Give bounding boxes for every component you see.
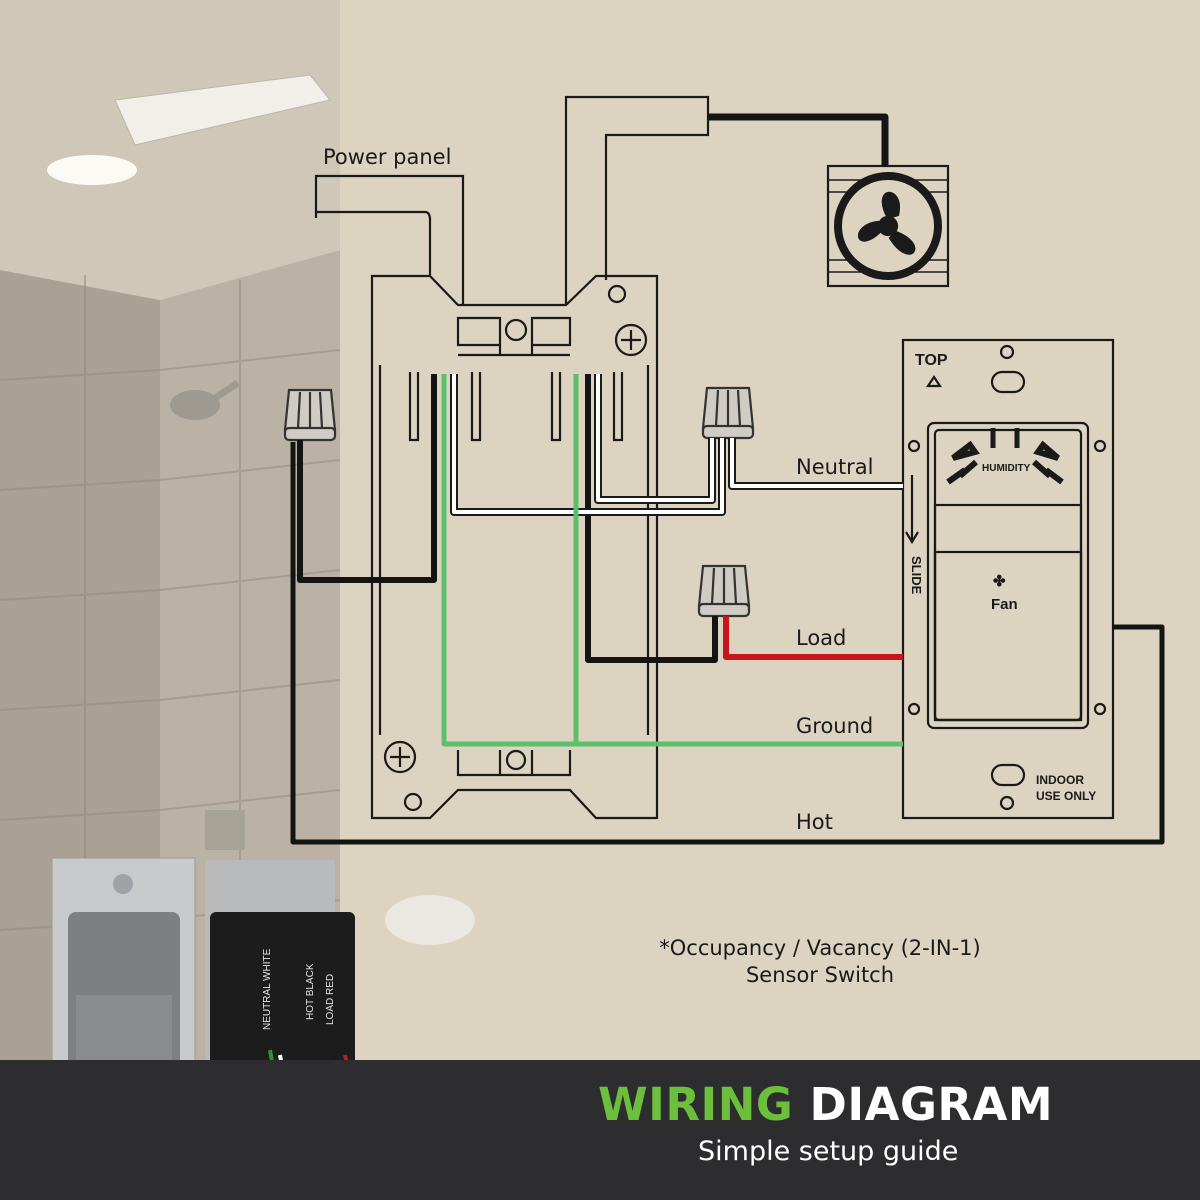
sensor-switch-plate xyxy=(901,338,1115,820)
ground-label: Ground xyxy=(796,714,874,738)
product-neutral-white-label: NEUTRAL WHITE xyxy=(262,948,273,1030)
hot-supply-wire xyxy=(290,442,1165,845)
banner-title-wiring: WIRING xyxy=(598,1078,794,1131)
wire-nut-load xyxy=(697,564,751,618)
diagram xyxy=(283,95,1115,820)
exhaust-fan-icon xyxy=(826,164,950,288)
neutral-white-wire xyxy=(452,374,903,514)
product-hot-black-label: HOT BLACK xyxy=(305,963,316,1021)
load-label: Load xyxy=(796,626,847,650)
power-panel-cable xyxy=(314,174,465,305)
product-load-red-label: LOAD RED xyxy=(325,973,336,1025)
caption-line-2: Sensor Switch xyxy=(745,963,895,987)
wire-nut-neutral xyxy=(701,386,755,440)
power-panel-label: Power panel xyxy=(323,145,452,169)
wire-nut-left xyxy=(283,388,337,442)
humidity-label: HUMIDITY xyxy=(982,463,1031,474)
fan-label: Fan xyxy=(991,596,1018,613)
use-only-label: USE ONLY xyxy=(1036,789,1097,803)
load-red-wire xyxy=(723,616,903,660)
fan-black-wire xyxy=(585,374,718,663)
fan-cable-black xyxy=(708,113,889,166)
toilet-tank xyxy=(385,895,475,945)
neutral-label: Neutral xyxy=(796,455,874,479)
switch-top-label: TOP xyxy=(915,352,948,369)
electrical-box xyxy=(370,274,659,820)
wires xyxy=(290,113,1165,845)
shower-head xyxy=(170,390,220,420)
fan-symbol-icon: ✤ xyxy=(993,573,1006,590)
slide-label: SLIDE xyxy=(909,556,924,595)
ground-green-wire xyxy=(441,374,903,747)
ceiling-light xyxy=(47,155,137,185)
hot-black-wire xyxy=(297,374,437,583)
hot-label: Hot xyxy=(796,810,833,834)
bathroom-background xyxy=(0,0,475,1060)
banner-subtitle: Simple setup guide xyxy=(698,1136,959,1167)
sensor-caption: *Occupancy / Vacancy (2-IN-1) Sensor Swi… xyxy=(620,935,1020,989)
banner-title: WIRING DIAGRAM xyxy=(598,1078,1053,1131)
indoor-label: INDOOR xyxy=(1036,773,1084,787)
caption-line-1: *Occupancy / Vacancy (2-IN-1) xyxy=(659,936,981,960)
banner-title-diagram: DIAGRAM xyxy=(809,1078,1054,1131)
ceiling-vent xyxy=(114,74,331,146)
footer-banner xyxy=(0,1060,1200,1200)
